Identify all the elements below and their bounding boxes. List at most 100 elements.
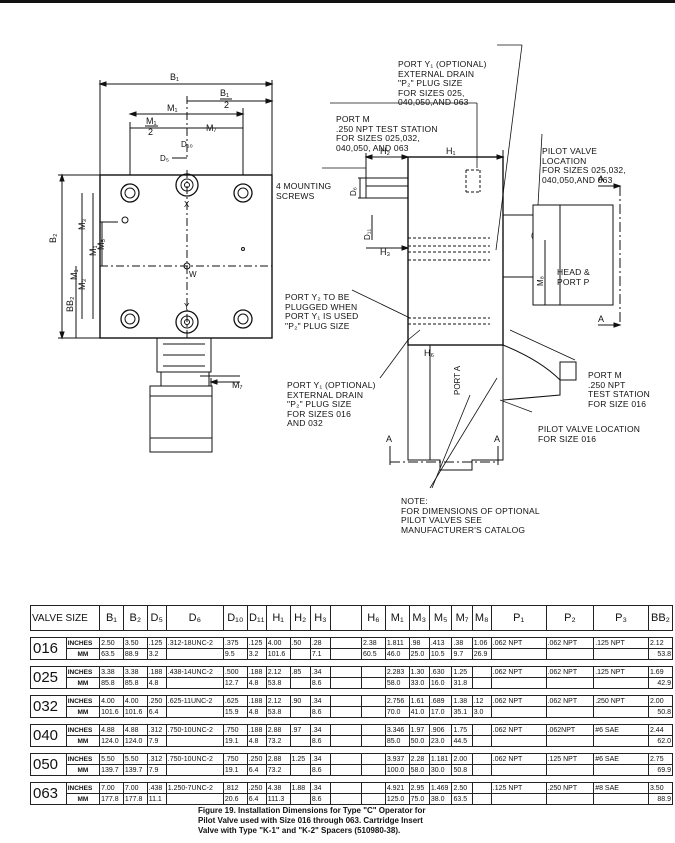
cell-inches: 2.12 <box>265 695 291 707</box>
valve-size-cell: 025 <box>30 666 67 689</box>
cell-mm <box>289 677 311 689</box>
cell-mm: 8.6 <box>309 764 332 776</box>
cell-mm <box>361 735 386 747</box>
cell-inches: 3.346 <box>384 724 410 736</box>
cell-mm: 4.8 <box>246 735 267 747</box>
h2-label: H₂ <box>380 146 390 156</box>
cell-inches: 4.88 <box>122 724 148 736</box>
cell-inches: .34 <box>309 782 332 794</box>
cell-inches: 2.50 <box>451 782 473 794</box>
m8-label: M₈ <box>536 276 545 286</box>
svg-text:A: A <box>598 314 604 324</box>
svg-text:A: A <box>494 434 500 444</box>
cell-inches <box>361 724 386 736</box>
cell-inches: 3.38 <box>99 666 124 678</box>
header-col: B₂ <box>122 605 148 631</box>
cell-inches: #6 SAE <box>593 724 649 736</box>
mounting-holes <box>120 183 253 329</box>
cell-inches: 1.811 <box>384 637 410 649</box>
cell-inches: 3.50 <box>647 782 674 794</box>
header-col: BB₂ <box>647 605 674 631</box>
row-spacer <box>30 775 673 783</box>
cell-mm: 41.0 <box>408 706 430 718</box>
cell-inches: .34 <box>309 753 332 765</box>
cell-inches: #8 SAE <box>593 782 649 794</box>
header-col <box>330 605 362 631</box>
cell-inches: 3.50 <box>122 637 148 649</box>
cell-mm: 8.6 <box>309 706 332 718</box>
cell-mm <box>361 677 386 689</box>
cell-inches: .625-11UNC-2 <box>165 695 224 707</box>
b1-half-label: B₁ <box>220 88 229 98</box>
cell-mm: 4.8 <box>246 706 267 718</box>
cell-inches: 2.38 <box>361 637 386 649</box>
cell-mm: 16.0 <box>428 677 453 689</box>
cell-mm <box>361 764 386 776</box>
cell-inches: .34 <box>309 724 332 736</box>
cell-mm: 60.5 <box>361 648 386 660</box>
port-w-label: W <box>189 270 197 279</box>
header-col: B₁ <box>99 605 124 631</box>
cell-mm: 70.0 <box>384 706 410 718</box>
cell-inches: 5.50 <box>99 753 124 765</box>
cell-inches: .630 <box>428 666 453 678</box>
cell-inches <box>361 666 386 678</box>
cell-mm: 50.0 <box>408 735 430 747</box>
cell-mm: 85.8 <box>122 677 148 689</box>
unit-mm: MM <box>65 735 101 747</box>
cell-mm <box>330 764 362 776</box>
cell-inches: 4.00 <box>265 637 291 649</box>
cell-mm: 6.4 <box>246 793 267 805</box>
cell-inches: .97 <box>289 724 311 736</box>
cell-inches: .12 <box>471 695 492 707</box>
header-col: H₁ <box>265 605 291 631</box>
cell-inches: .062 NPT <box>490 637 547 649</box>
cell-mm: 30.0 <box>428 764 453 776</box>
cell-mm: 8.6 <box>309 677 332 689</box>
cell-mm <box>471 764 492 776</box>
cell-mm <box>545 677 595 689</box>
cell-mm <box>330 677 362 689</box>
cell-inches: .250 <box>246 753 267 765</box>
unit-inches: INCHES <box>65 782 101 794</box>
unit-inches: INCHES <box>65 666 101 678</box>
cell-mm <box>545 764 595 776</box>
cell-inches: .062 NPT <box>490 695 547 707</box>
pilot-valve-body <box>149 385 213 453</box>
header-col: M₁ <box>384 605 410 631</box>
cell-inches: .438 <box>146 782 167 794</box>
header-valve-size: VALVE SIZE <box>29 605 101 631</box>
d6-label: D₆ <box>349 187 358 196</box>
header-col: M₅ <box>428 605 453 631</box>
cell-mm <box>165 735 224 747</box>
cell-inches: .312-18UNC-2 <box>165 637 224 649</box>
callout-head-port: HEAD &PORT P <box>557 267 590 287</box>
cell-inches: .125 NPT <box>593 637 649 649</box>
cell-mm <box>593 764 649 776</box>
header-col: M₈ <box>471 605 492 631</box>
cell-inches: .413 <box>428 637 453 649</box>
cell-inches: .062 NPT <box>545 695 595 707</box>
m5-label: M₅ <box>96 239 106 250</box>
cell-inches: 2.00 <box>647 695 674 707</box>
cell-inches <box>330 724 362 736</box>
cell-mm <box>593 793 649 805</box>
svg-text:M₃: M₃ <box>77 279 87 290</box>
cell-mm: 46.0 <box>384 648 410 660</box>
cell-inches: .062 NPT <box>490 753 547 765</box>
cell-mm: 139.7 <box>122 764 148 776</box>
cell-mm: 50.8 <box>451 764 473 776</box>
cell-mm: 85.0 <box>384 735 410 747</box>
valve-size-cell: 040 <box>30 724 67 747</box>
cell-inches: .312 <box>146 724 167 736</box>
d5-label: D₅ <box>160 154 169 163</box>
header-col: M₃ <box>408 605 430 631</box>
cell-inches: .062 NPT <box>490 724 547 736</box>
cell-inches: 1.30 <box>408 666 430 678</box>
cell-mm: 7.9 <box>146 764 167 776</box>
